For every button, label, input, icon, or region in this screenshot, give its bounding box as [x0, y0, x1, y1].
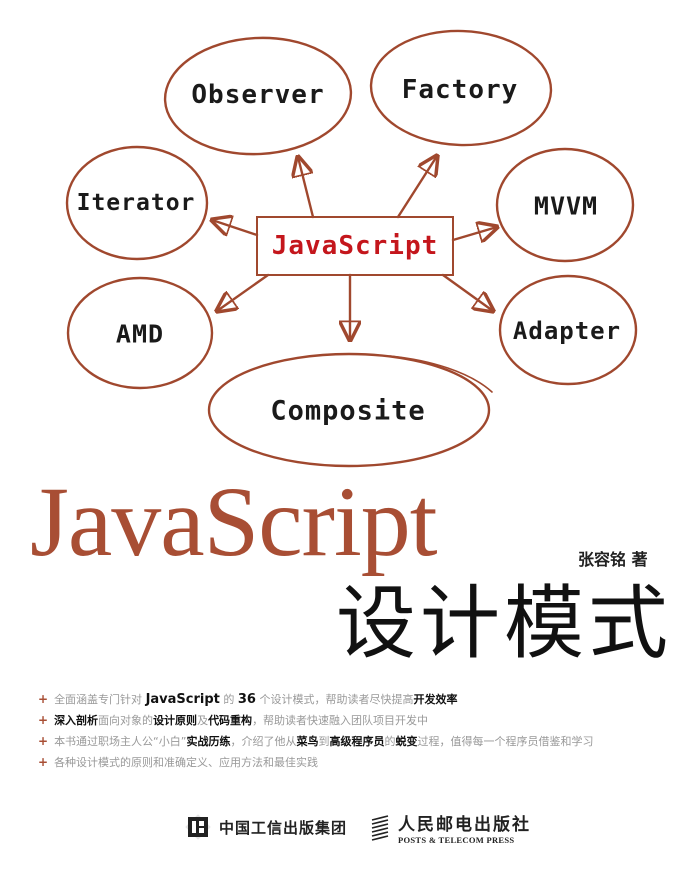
feature-item: + 全面涵盖专门针对 JavaScript 的 36 个设计模式，帮助读者尽快提高… — [38, 689, 678, 710]
feature-highlight: JavaScript — [145, 692, 220, 707]
title-chinese: 设计模式 — [336, 577, 672, 670]
publisher-logos: 中国工信出版集团 人民邮电出版社 POSTS & TELECOM PRESS — [0, 808, 700, 848]
node-adapter: Adapter — [512, 317, 622, 345]
center-javascript: JavaScript — [271, 231, 439, 261]
adapter-ellipse — [498, 274, 638, 386]
plus-bullet-icon: + — [38, 755, 49, 769]
publisher-press-name: 人民邮电出版社 — [398, 815, 531, 835]
feature-highlight: 深入剖析 — [54, 714, 99, 727]
feature-text: 及 — [197, 714, 209, 727]
iterator-ellipse — [65, 145, 209, 261]
feature-highlight: 代码重构 — [208, 714, 253, 727]
mvvm-ellipse — [495, 147, 635, 263]
design-patterns-diagram: Observer Factory Iterator MVVM AMD Adapt… — [65, 29, 638, 468]
feature-text: 全面涵盖专门针对 — [54, 693, 146, 706]
node-factory: Factory — [401, 75, 519, 105]
feature-text: ，介绍了他从 — [230, 735, 297, 748]
feature-text: 的 — [219, 693, 238, 706]
plus-bullet-icon: + — [38, 734, 49, 748]
amd-ellipse — [66, 276, 214, 390]
feature-text: 面向对象的 — [98, 714, 154, 727]
feature-item: + 深入剖析面向对象的设计原则及代码重构，帮助读者快速融入团队项目开发中 — [38, 710, 678, 731]
publisher-miit-group: 中国工信出版集团 — [185, 814, 347, 840]
publisher-ptpress: 人民邮电出版社 POSTS & TELECOM PRESS — [370, 810, 531, 845]
feature-text: 各种设计模式的原则和准确定义、应用方法和最佳实践 — [54, 756, 319, 769]
node-amd: AMD — [115, 319, 165, 349]
author: 张容铭 著 — [578, 550, 648, 569]
feature-highlight: 菜鸟 — [296, 735, 319, 748]
factory-ellipse — [369, 29, 553, 147]
feature-highlight: 高级程序员 — [329, 735, 385, 748]
feature-text: 到 — [318, 735, 330, 748]
feature-highlight: 蜕变 — [395, 735, 418, 748]
plus-bullet-icon: + — [38, 692, 49, 706]
miit-group-logo-icon — [185, 814, 211, 840]
composite-ellipse — [207, 352, 491, 468]
feature-text: 本书通过职场主人公“小白” — [54, 735, 187, 748]
feature-highlight: 36 — [237, 692, 256, 707]
center-box — [256, 216, 454, 276]
ptpress-logo-icon — [370, 814, 390, 842]
feature-item: + 本书通过职场主人公“小白”实战历练，介绍了他从菜鸟到高级程序员的蜕变过程，值得… — [38, 731, 678, 752]
feature-list: + 全面涵盖专门针对 JavaScript 的 36 个设计模式，帮助读者尽快提高… — [38, 689, 678, 773]
feature-text: 个设计模式，帮助读者尽快提高 — [255, 693, 414, 706]
node-mvvm: MVVM — [533, 191, 599, 221]
node-observer: Observer — [191, 80, 325, 110]
feature-highlight: 实战历练 — [186, 735, 231, 748]
feature-highlight: 设计原则 — [153, 714, 198, 727]
feature-highlight: 开发效率 — [413, 693, 458, 706]
node-iterator: Iterator — [76, 190, 196, 216]
publisher-press-name-en: POSTS & TELECOM PRESS — [398, 835, 515, 845]
diagram-shapes — [65, 29, 638, 468]
feature-item: + 各种设计模式的原则和准确定义、应用方法和最佳实践 — [38, 752, 678, 773]
observer-ellipse — [163, 36, 353, 156]
feature-text: 过程，值得每一个程序员借鉴和学习 — [417, 735, 594, 748]
feature-text: ，帮助读者快速融入团队项目开发中 — [252, 714, 429, 727]
feature-text: 的 — [384, 735, 396, 748]
plus-bullet-icon: + — [38, 713, 49, 727]
publisher-group-name: 中国工信出版集团 — [219, 818, 348, 837]
node-composite: Composite — [270, 395, 426, 427]
title-english: JavaScript — [30, 466, 438, 577]
